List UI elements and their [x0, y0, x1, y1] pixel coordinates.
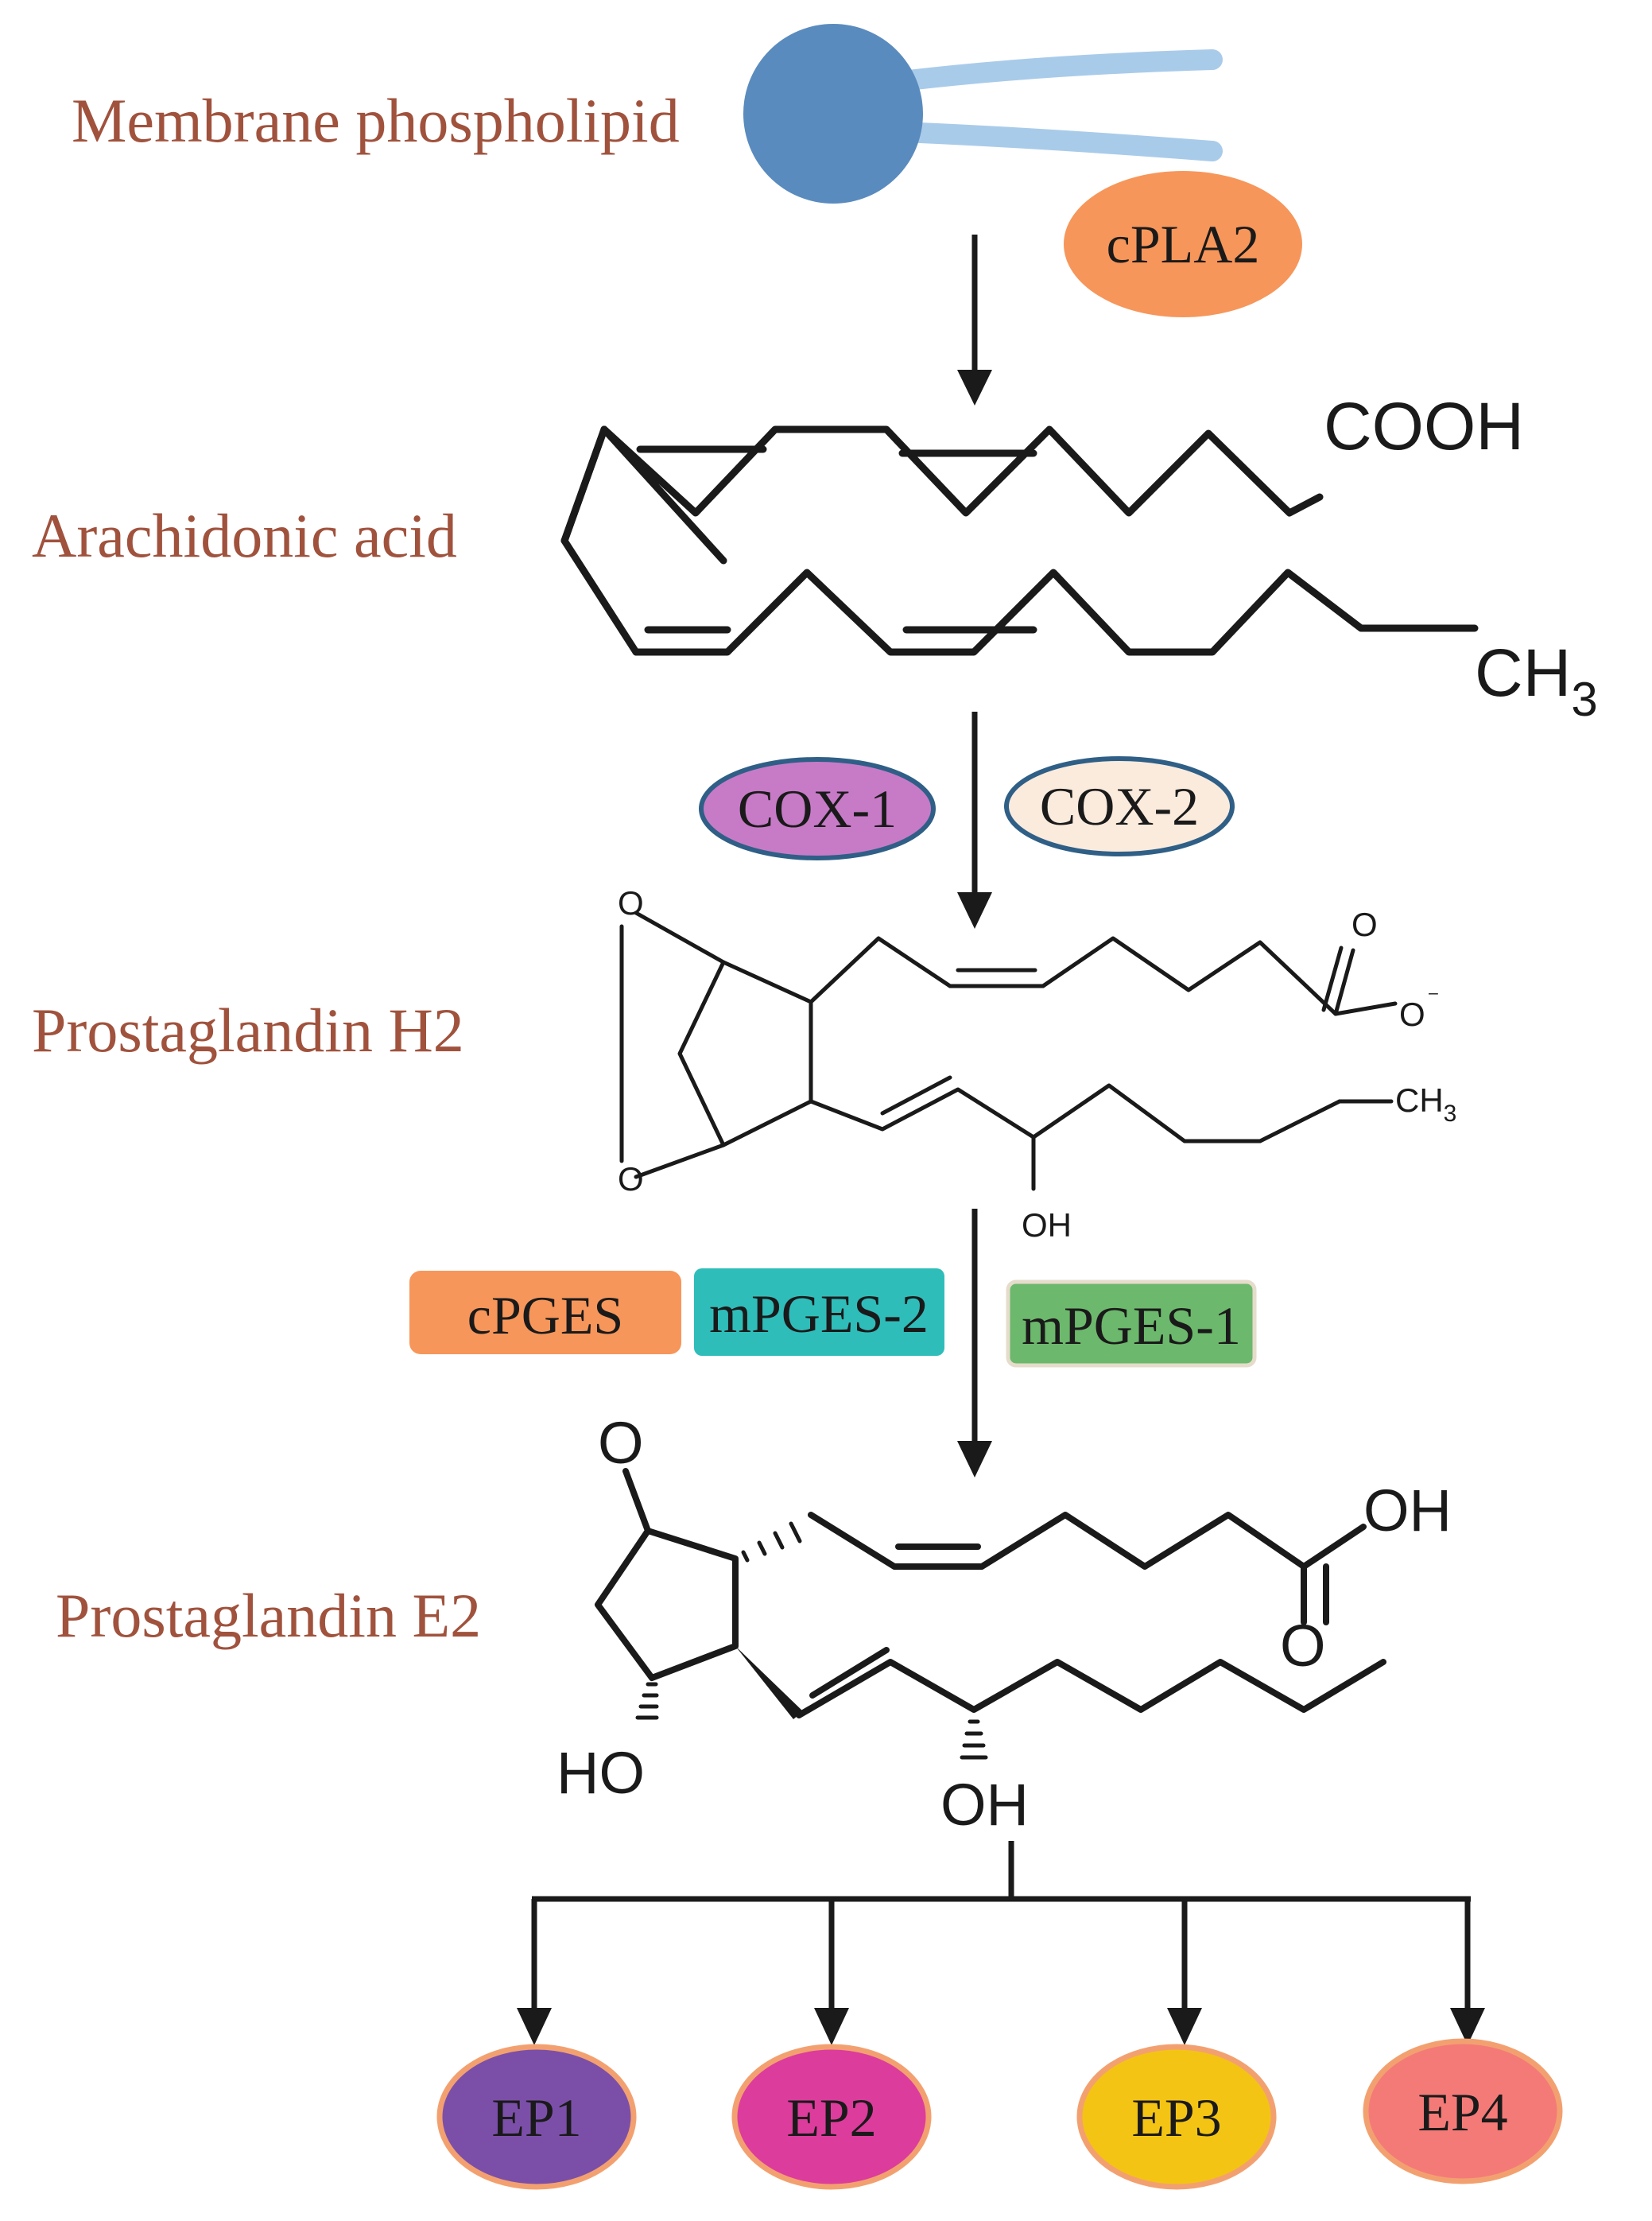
pge2-keto-o: O [598, 1410, 644, 1476]
receptor-ep4: EP4 [1363, 2038, 1563, 2184]
enzyme-mpges2: mPGES-2 [694, 1268, 944, 1356]
enzyme-cpges: cPGES [409, 1271, 681, 1354]
enzyme-cpla2-label: cPLA2 [1107, 214, 1260, 274]
enzyme-cpges-label: cPGES [467, 1285, 623, 1345]
pge2-oh: OH [940, 1772, 1029, 1838]
pgh2-acid-o: O [1399, 996, 1425, 1033]
pge2-acid-o: O [1280, 1613, 1326, 1679]
enzyme-mpges1-label: mPGES-1 [1022, 1295, 1241, 1356]
label-prostaglandin-h2: Prostaglandin H2 [32, 996, 464, 1065]
pge2-hash-wedge-top [741, 1521, 802, 1563]
enzyme-mpges2-label: mPGES-2 [709, 1283, 929, 1344]
aa-cooh: COOH [1324, 389, 1524, 464]
label-arachidonic-acid: Arachidonic acid [32, 501, 457, 570]
pge2-hash-wedge-oh [960, 1719, 988, 1760]
enzyme-cox2-label: COX-2 [1040, 776, 1199, 837]
pgh2-oh: OH [1022, 1206, 1072, 1244]
enzyme-cpla2: cPLA2 [1064, 171, 1302, 317]
pgh2-minus-sign: ⁻ [1427, 985, 1440, 1011]
enzyme-cox1-label: COX-1 [738, 779, 897, 839]
arachidonic-acid-structure [560, 425, 1479, 656]
pge2-structure [595, 1468, 1386, 1760]
pgh2-ch3: CH3 [1395, 1081, 1456, 1127]
label-membrane-phospholipid: Membrane phospholipid [72, 86, 680, 155]
aa-ch3: CH3 [1475, 635, 1598, 726]
pgh2-o-bottom: O [618, 1160, 644, 1198]
arrowhead-1 [957, 370, 992, 406]
receptor-ep1: EP1 [436, 2044, 637, 2190]
enzyme-cox2: COX-2 [1004, 756, 1235, 856]
arrowhead-3 [957, 1441, 992, 1477]
enzyme-mpges1: mPGES-1 [1006, 1279, 1257, 1368]
pge2-bold-wedge [735, 1646, 803, 1719]
receptor-ep3: EP3 [1076, 2044, 1277, 2190]
receptor-ep3-label: EP3 [1131, 2087, 1221, 2148]
label-prostaglandin-e2: Prostaglandin E2 [56, 1581, 481, 1650]
receptor-ep2: EP2 [731, 2044, 932, 2190]
receptor-ep2-label: EP2 [786, 2087, 876, 2148]
pgh2-o-top: O [618, 884, 644, 922]
receptor-branch-tree [517, 1841, 1485, 2045]
pge2-acid-oh: OH [1363, 1477, 1452, 1543]
pge2-hash-wedge-ho [635, 1682, 659, 1720]
phospholipid-icon [743, 24, 1223, 204]
receptor-ep4-label: EP4 [1417, 2082, 1507, 2142]
pge2-ho: HO [556, 1740, 645, 1806]
enzyme-cox1: COX-1 [699, 757, 936, 860]
pgh2-structure [619, 911, 1398, 1191]
arrowhead-2 [957, 892, 992, 929]
pgh2-keto-o: O [1351, 906, 1378, 943]
receptor-ep1-label: EP1 [491, 2087, 581, 2148]
